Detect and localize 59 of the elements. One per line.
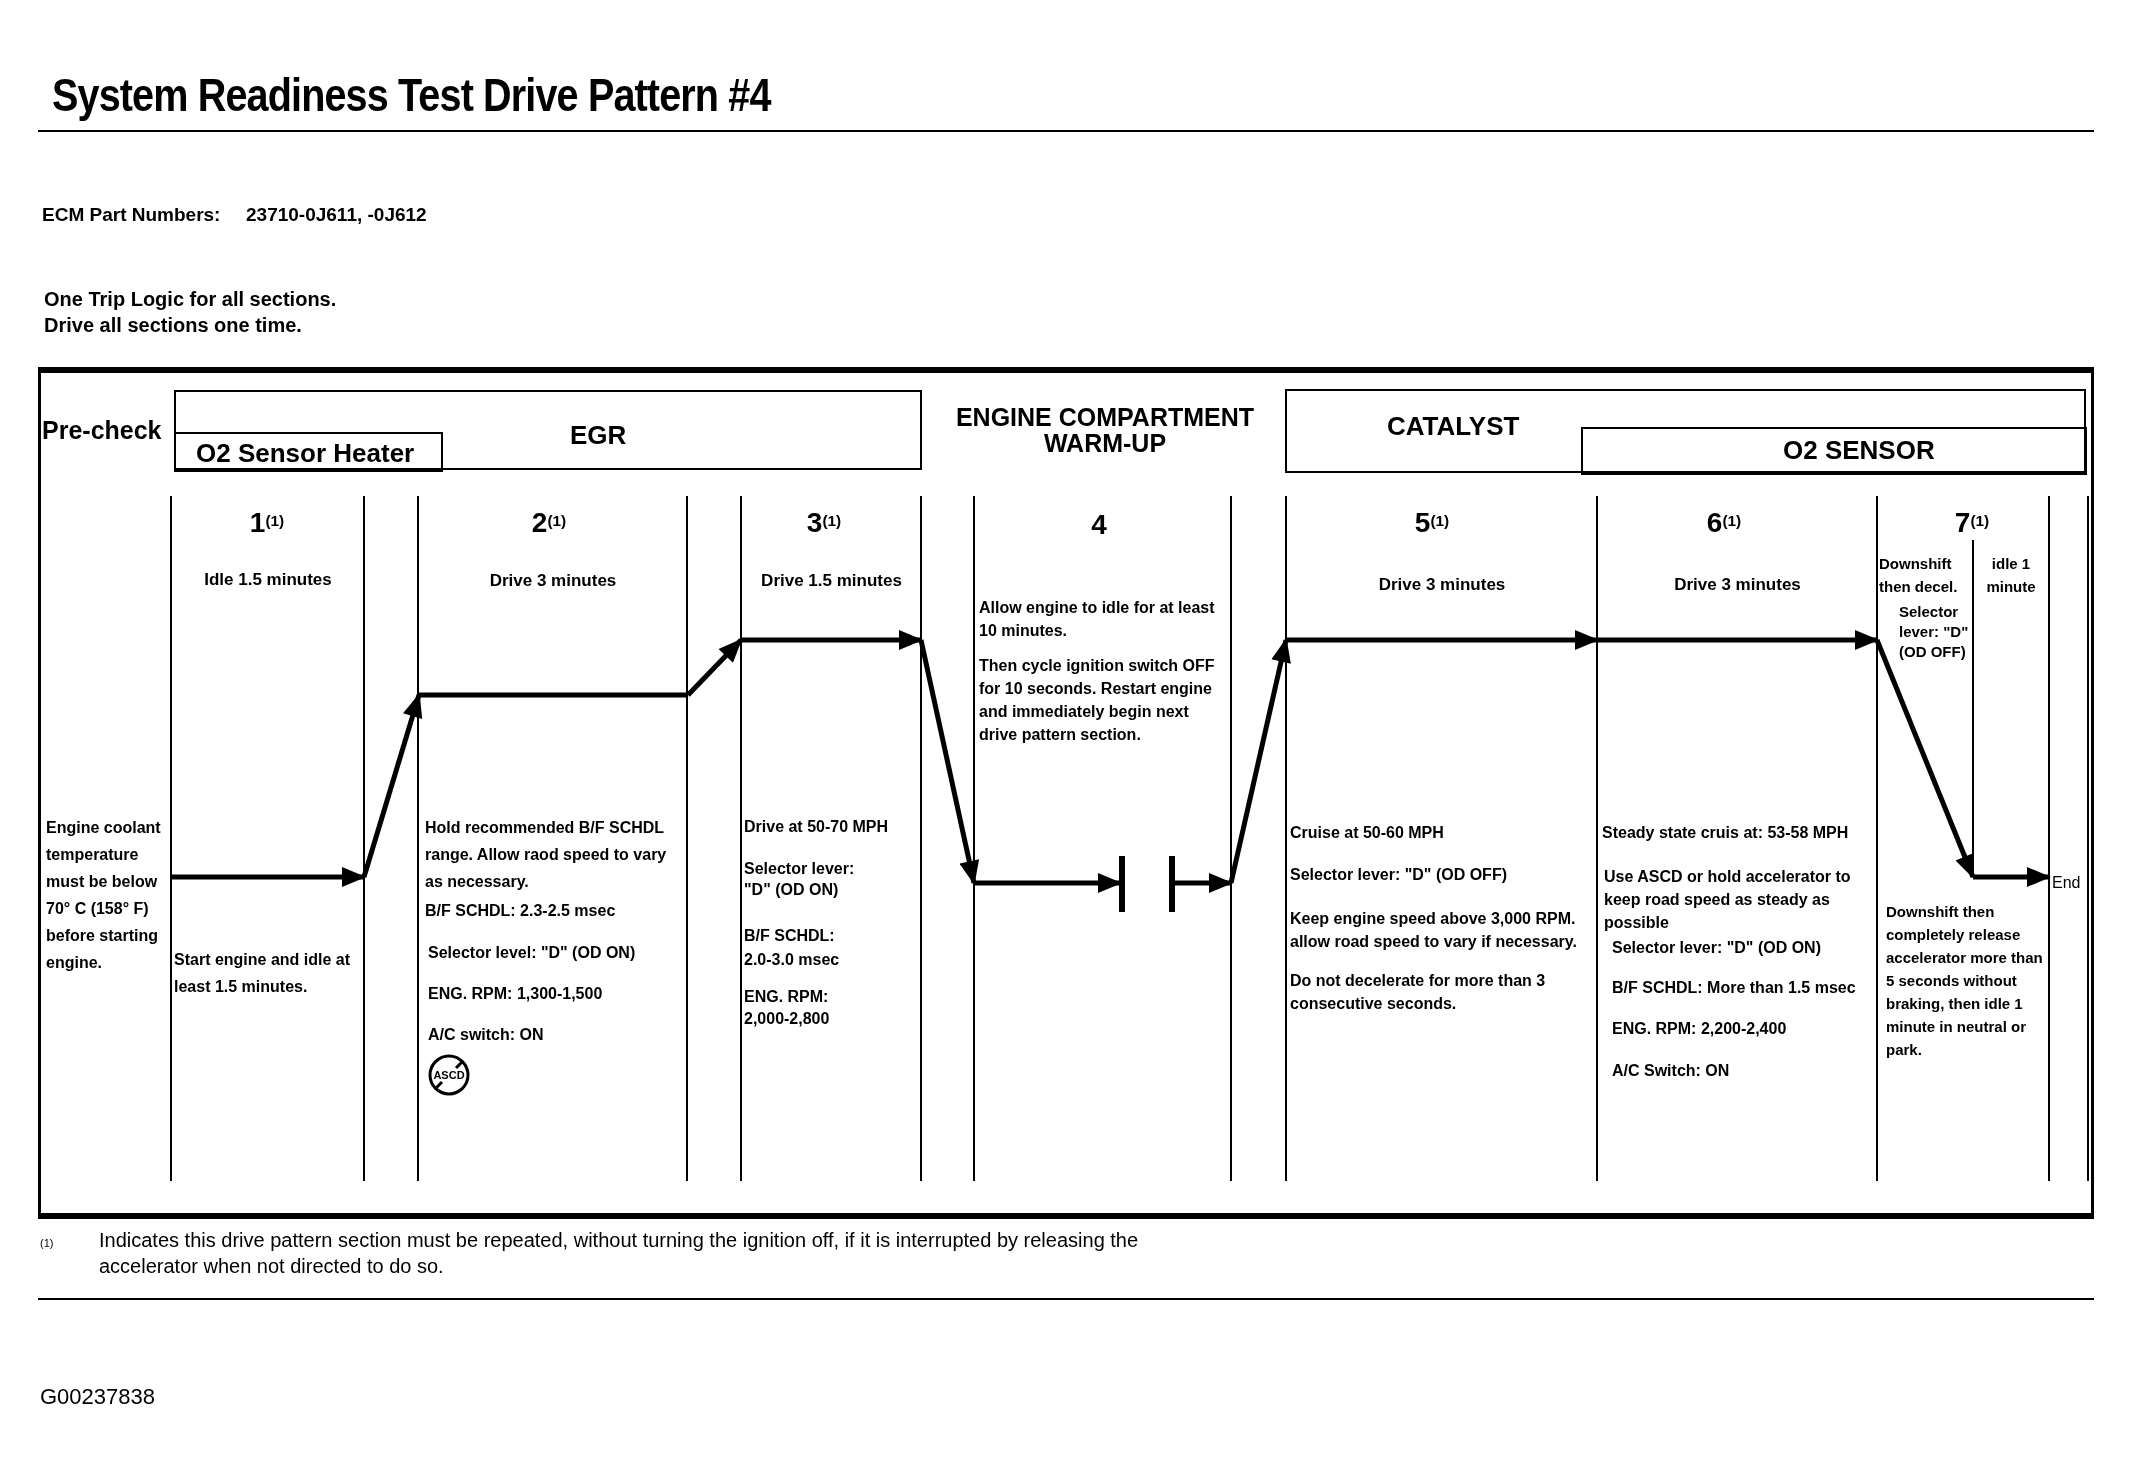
instruction-text: Hold recommended B/F SCHDL range. Allow raod speed to vary as necessary.: [425, 818, 668, 892]
instruction-text: Selector level: "D" (OD ON): [428, 943, 637, 963]
instruction-text: Do not decelerate for more than 3 consecutive seconds.: [1290, 971, 1547, 1014]
instruction-text: Engine coolant temperature must be below 70° C (158° F) before starting engine.: [46, 818, 162, 973]
duration-text: Drive 3 minutes: [1377, 574, 1507, 596]
band-title: EGR: [570, 420, 627, 451]
instruction-text: Selector lever: "D" (OD ON): [744, 859, 856, 900]
band-title: ENGINE COMPARTMENT WARM-UP: [954, 404, 1256, 456]
section-number: 2$^{(1)}$: [530, 506, 568, 540]
footnote-text: Indicates this drive pattern section must be repeated, without turning the ignition off, if it is interrupted by releasing the accelerator when not directed to do so.: [99, 1228, 1140, 1279]
field-label: ECM Part Numbers:: [42, 203, 221, 227]
instruction-text: Steady state cruis at: 53-58 MPH: [1602, 823, 1850, 843]
band-box: [1581, 427, 2087, 475]
instruction-text: Start engine and idle at least 1.5 minutes.: [174, 950, 352, 997]
note: Drive all sections one time.: [44, 313, 302, 338]
note: One Trip Logic for all sections.: [44, 287, 337, 312]
duration-text: Drive 3 minutes: [1673, 574, 1802, 596]
instruction-text: Cruise at 50-60 MPH: [1290, 823, 1445, 843]
instruction-text: B/F SCHDL: 2.0-3.0 msec: [744, 926, 841, 970]
band-title: CATALYST: [1387, 411, 1520, 442]
band-box: [1285, 389, 2086, 473]
band-box: [174, 390, 922, 470]
instruction-text: Allow engine to idle for at least 10 minutes.: [979, 598, 1216, 641]
instruction-text: Downshift then completely release accelerator more than 5 seconds without braking, then idle 1 minute in neutral or park.: [1886, 902, 2044, 1060]
instruction-text: A/C Switch: ON: [1612, 1061, 1731, 1081]
end-label: End: [2052, 873, 2081, 893]
instruction-text: B/F SCHDL: More than 1.5 msec: [1612, 978, 1857, 998]
step-text: idle 1 minute: [1985, 554, 2037, 597]
part-numbers: 23710-0J611, -0J612: [246, 203, 427, 227]
section-number: 5$^{(1)}$: [1413, 506, 1451, 540]
instruction-text: Then cycle ignition switch OFF for 10 seconds. Restart engine and immediately begin next drive pattern section.: [979, 656, 1216, 745]
section-number: 6$^{(1)}$: [1705, 506, 1743, 540]
instruction-text: A/C switch: ON: [428, 1025, 545, 1045]
instruction-text: Use ASCD or hold accelerator to keep road speed as steady as possible: [1604, 867, 1852, 933]
duration-text: Idle 1.5 minutes: [203, 569, 333, 591]
duration-text: Drive 1.5 minutes: [760, 570, 903, 592]
instruction-text: Selector lever: "D" (OD OFF): [1290, 865, 1508, 885]
footnote-mark: (1): [40, 1236, 54, 1250]
instruction-text: Drive at 50-70 MPH: [744, 817, 890, 837]
step-text: Downshift then decel.: [1879, 554, 1959, 597]
step-text: Selector lever: "D" (OD OFF): [1899, 602, 1970, 662]
band-box: [174, 432, 443, 472]
column-heading: Pre-check: [42, 415, 162, 446]
instruction-text: ENG. RPM: 1,300-1,500: [428, 984, 604, 1004]
figure-id: G00237838: [40, 1383, 155, 1411]
instruction-text: Keep engine speed above 3,000 RPM. allow road speed to vary if necessary.: [1290, 909, 1578, 952]
page-title: System Readiness Test Drive Pattern #4: [52, 68, 771, 122]
icon-text: ASCD: [432, 1068, 466, 1082]
duration-text: Drive 3 minutes: [488, 570, 618, 592]
instruction-text: ENG. RPM: 2,000-2,800: [744, 987, 831, 1029]
section-number: 1$^{(1)}$: [248, 506, 286, 540]
band-title: O2 Sensor Heater: [196, 438, 415, 469]
instruction-text: B/F SCHDL: 2.3-2.5 msec: [425, 901, 617, 921]
section-number: 4: [1090, 508, 1108, 542]
band-title: O2 SENSOR: [1783, 435, 1935, 466]
section-number: 7$^{(1)}$: [1953, 506, 1991, 540]
instruction-text: ENG. RPM: 2,200-2,400: [1612, 1019, 1788, 1039]
instruction-text: Selector lever: "D" (OD ON): [1612, 938, 1822, 958]
section-number: 3$^{(1)}$: [805, 506, 843, 540]
